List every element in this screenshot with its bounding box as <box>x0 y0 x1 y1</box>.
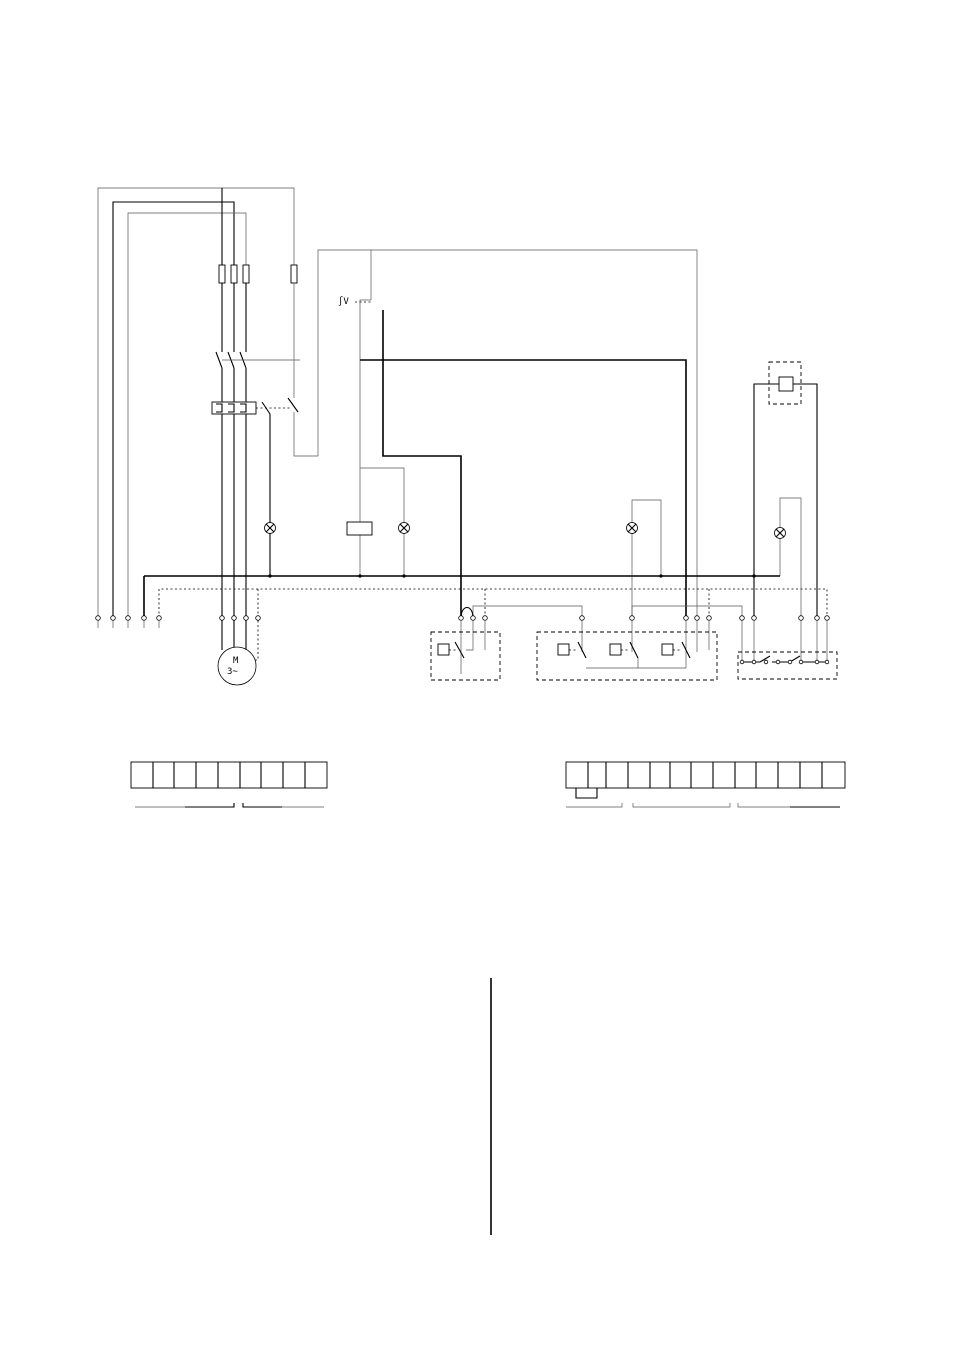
sensor-switches-box <box>536 631 718 681</box>
indicator-lamps <box>264 522 786 539</box>
control-voltage-label: ∫V <box>338 296 349 307</box>
terminal-strip-right <box>565 761 846 808</box>
fuse-l2 <box>230 264 238 284</box>
protective-earth <box>158 588 828 661</box>
motor: M 3~ <box>217 646 257 686</box>
supply-wires <box>97 187 295 618</box>
fuse-control <box>290 264 298 284</box>
heater-terminal-box <box>737 651 838 680</box>
fuse-l1 <box>218 264 226 284</box>
overload-relay <box>211 401 292 576</box>
lamp-overload <box>264 522 276 534</box>
lamp-heater <box>774 527 786 539</box>
lamp-status <box>626 522 638 534</box>
motor-symbol-label: M <box>233 656 239 666</box>
fuse-group <box>218 264 298 284</box>
terminal-strip-left <box>130 761 328 808</box>
neutral-bus <box>143 574 780 618</box>
terminal-stubs <box>97 620 828 674</box>
control-wires: ∫V <box>287 249 802 618</box>
motor-phase-label: 3~ <box>227 667 238 677</box>
pressure-switch-box <box>430 631 501 681</box>
heater-element <box>753 361 818 618</box>
field-wiring <box>460 605 743 619</box>
power-phases <box>215 283 300 618</box>
terminal-row <box>95 615 830 621</box>
lamp-run <box>398 522 410 534</box>
fuse-l3 <box>242 264 250 284</box>
contactor-coil <box>346 521 373 536</box>
